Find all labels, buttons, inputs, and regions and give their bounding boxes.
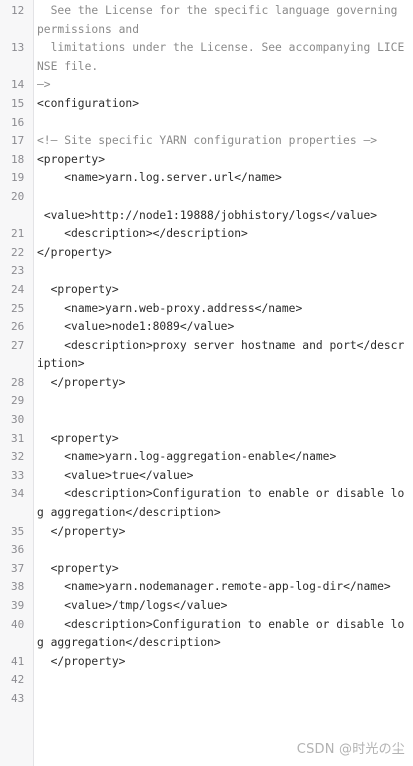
line-number: 14 — [11, 78, 25, 92]
line-text: <description>proxy server hostname and p… — [37, 338, 405, 371]
line-number: 18 — [11, 152, 25, 166]
line-number-gutter — [0, 0, 34, 766]
line-number: 35 — [11, 524, 25, 538]
line-text: <property> — [37, 431, 119, 445]
line-number: 32 — [11, 450, 25, 464]
line-number: 12 — [11, 4, 25, 17]
line-text: <value>/tmp/logs</value> — [37, 599, 228, 612]
line-text: </property> — [37, 375, 126, 389]
line-text: <value>true</value> — [37, 468, 194, 482]
line-number: 28 — [11, 375, 25, 389]
code-line: 15 <configuration> — [0, 95, 413, 114]
line-number: 22 — [11, 245, 25, 259]
code-line: 36 — [0, 541, 413, 560]
code-line: 28 </property> — [0, 374, 413, 393]
code-line: 20 <value>http://node1:19888/jobhistory/… — [0, 188, 413, 225]
code-line: 33 <value>true</value> — [0, 467, 413, 486]
line-number: 23 — [11, 264, 25, 278]
code-line: 24 <property> — [0, 281, 413, 300]
line-text: <name>yarn.log-aggregation-enable</name> — [37, 450, 337, 464]
line-number: 30 — [11, 413, 25, 427]
line-number: 41 — [11, 654, 25, 668]
code-line: 40 <description>Configuration to enable … — [0, 616, 413, 653]
watermark: CSDN @时光の尘 — [296, 742, 405, 757]
line-text: <description></description> — [37, 227, 248, 241]
code-line: 19 <name>yarn.log.server.url</name> — [0, 169, 413, 188]
code-line: 30 — [0, 411, 413, 430]
code-line: 29 — [0, 392, 413, 411]
code-line: 13 limitations under the License. See ac… — [0, 39, 413, 76]
line-number: 25 — [11, 301, 25, 315]
line-text: </property> — [37, 245, 112, 259]
code-line: 31 <property> — [0, 430, 413, 449]
code-line: 38 <name>yarn.nodemanager.remote-app-log… — [0, 578, 413, 597]
code-line: 16 — [0, 114, 413, 133]
line-text: —> — [37, 78, 51, 92]
line-text: <configuration> — [37, 96, 140, 110]
line-text: limitations under the License. See accom… — [37, 41, 405, 73]
code-line: 17 <!— Site specific YARN configuration p… — [0, 132, 413, 151]
line-text: <name>yarn.nodemanager.remote-app-log-di… — [37, 580, 391, 594]
line-number: 36 — [11, 543, 25, 557]
line-number: 39 — [11, 599, 25, 612]
code-line: 39 <value>/tmp/logs</value> — [0, 597, 413, 616]
line-number: 27 — [11, 338, 25, 352]
code-lines: 12 See the License for the specific lang… — [0, 2, 413, 709]
line-number: 31 — [11, 431, 25, 445]
code-line: 22 </property> — [0, 244, 413, 263]
line-number: 15 — [11, 96, 25, 110]
line-text: <description>Configuration to enable or … — [37, 617, 405, 650]
code-line: 42 — [0, 671, 413, 690]
line-number: 42 — [11, 673, 25, 687]
line-number: 20 — [11, 189, 25, 203]
line-number: 26 — [11, 320, 25, 334]
line-text: <!— Site specific YARN configuration pro… — [37, 134, 378, 148]
line-text: <property> — [37, 561, 119, 575]
code-line: 34 <description>Configuration to enable … — [0, 485, 413, 522]
code-line: 18 <property> — [0, 151, 413, 170]
line-text: <value>node1:8089</value> — [37, 320, 235, 334]
code-line: 43 — [0, 690, 413, 709]
code-line: 25 <name>yarn.web-proxy.address</name> — [0, 300, 413, 319]
line-text: <value>http://node1:19888/jobhistory/log… — [43, 208, 378, 222]
code-line: 35 </property> — [0, 523, 413, 542]
line-number: 38 — [11, 580, 25, 594]
line-number: 37 — [11, 561, 25, 575]
code-line: 23 — [0, 262, 413, 281]
line-number: 40 — [11, 617, 25, 631]
line-number: 16 — [11, 115, 25, 129]
line-number: 29 — [11, 394, 25, 408]
line-text: <name>yarn.log.server.url</name> — [37, 171, 282, 185]
line-number: 17 — [11, 134, 25, 148]
line-number: 43 — [11, 691, 25, 705]
line-text: <property> — [37, 152, 106, 166]
code-line: 32 <name>yarn.log-aggregation-enable</na… — [0, 448, 413, 467]
line-number: 13 — [11, 41, 25, 55]
line-text: See the License for the specific languag… — [37, 4, 405, 36]
line-text: <property> — [37, 282, 119, 296]
line-text: <name>yarn.web-proxy.address</name> — [37, 301, 303, 315]
code-line: 14 —> — [0, 76, 413, 95]
line-text: </property> — [37, 654, 126, 668]
line-number: 24 — [11, 282, 25, 296]
line-number: 33 — [11, 468, 25, 482]
line-number: 34 — [11, 487, 25, 501]
line-text: </property> — [37, 524, 126, 538]
line-number: 21 — [11, 227, 25, 241]
line-number: 19 — [11, 171, 25, 185]
code-line: 37 <property> — [0, 560, 413, 579]
code-line: 27 <description>proxy server hostname an… — [0, 337, 413, 374]
code-line: 12 See the License for the specific lang… — [0, 2, 413, 39]
code-line: 26 <value>node1:8089</value> — [0, 318, 413, 337]
code-line: 21 <description></description> — [0, 225, 413, 244]
line-text: <description>Configuration to enable or … — [37, 487, 405, 520]
code-line: 41 </property> — [0, 653, 413, 672]
